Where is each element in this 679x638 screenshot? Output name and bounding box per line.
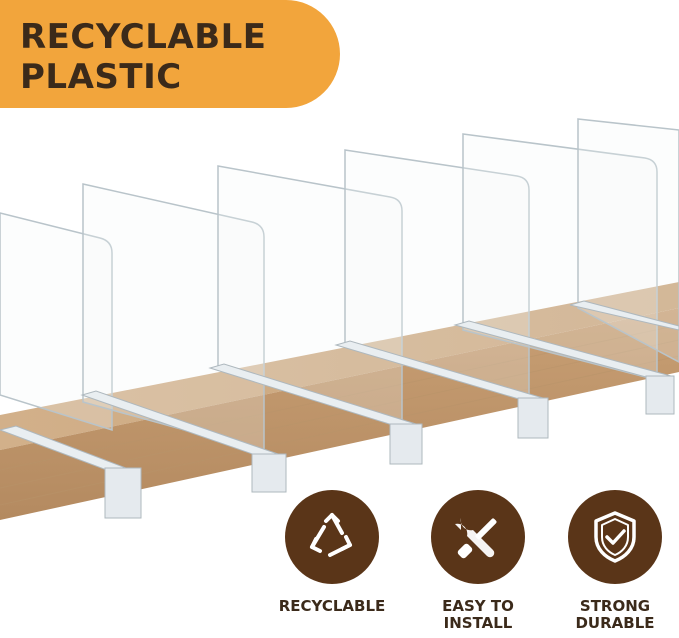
shield-check-icon: [568, 490, 662, 584]
feature-list: RECYCLABLE EASY TO INSTALL STRONG DURABL…: [0, 490, 679, 638]
feature-strong-durable: STRONG DURABLE: [545, 490, 679, 633]
feature-label: RECYCLABLE: [262, 597, 402, 615]
recycle-icon: [285, 490, 379, 584]
feature-label: EASY TO INSTALL: [408, 597, 548, 633]
divider-clips: [104, 375, 675, 519]
headline-line-2: PLASTIC: [20, 57, 182, 97]
wrench-screwdriver-icon: [431, 490, 525, 584]
feature-label-text: EASY TO INSTALL: [442, 597, 514, 633]
feature-label-text: RECYCLABLE: [278, 597, 386, 615]
divider-bases: [0, 300, 679, 473]
acrylic-dividers: [0, 118, 679, 453]
feature-label-line-2: DURABLE: [575, 614, 655, 633]
headline-line-1: RECYCLABLE: [20, 17, 267, 57]
feature-recyclable: RECYCLABLE: [262, 490, 402, 615]
shelf-top: [0, 282, 679, 450]
feature-label-line-1: STRONG: [579, 597, 651, 615]
feature-label: STRONG DURABLE: [545, 597, 679, 633]
feature-easy-install: EASY TO INSTALL: [408, 490, 548, 633]
headline-banner: RECYCLABLE PLASTIC: [0, 0, 340, 108]
